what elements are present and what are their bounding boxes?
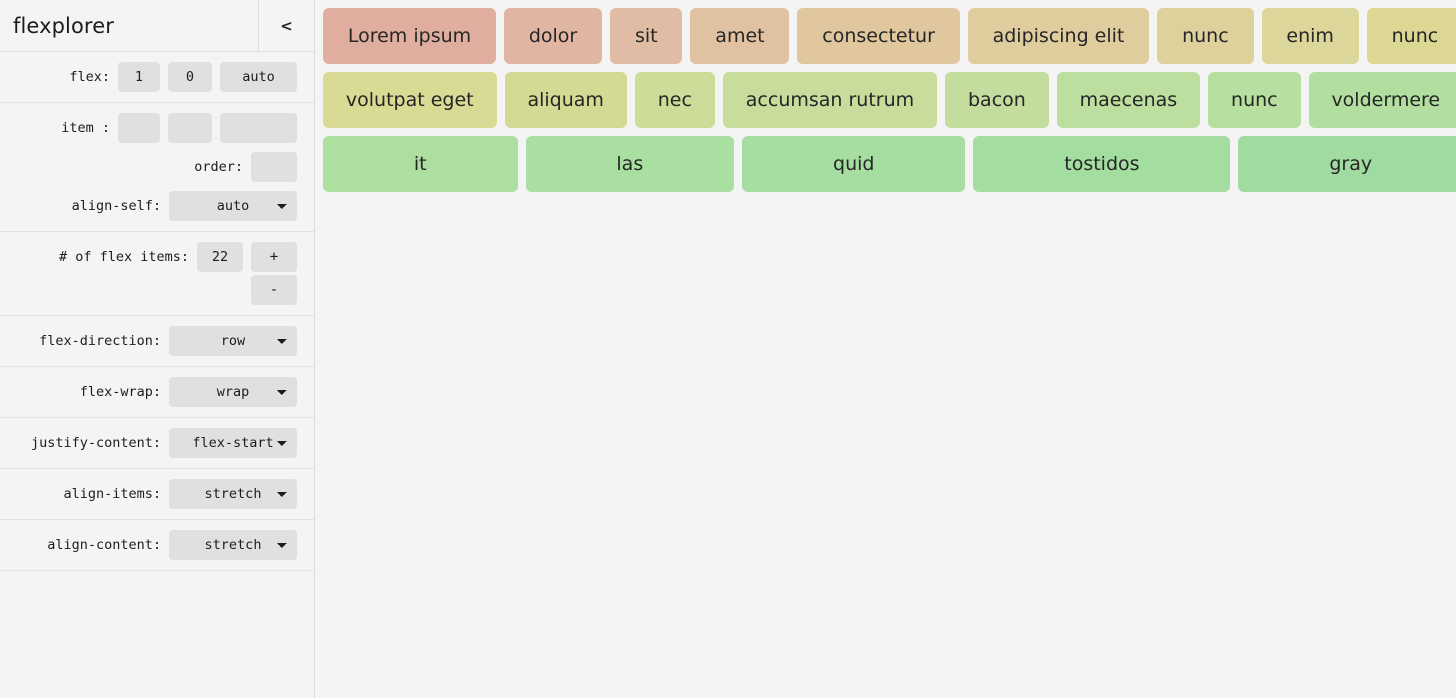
flex-item[interactable]: adipiscing elit bbox=[967, 8, 1150, 64]
justify-content-row: justify-content: flex-start bbox=[0, 428, 314, 458]
order-input[interactable] bbox=[251, 152, 297, 182]
flex-item[interactable]: it bbox=[323, 136, 518, 192]
justify-content-label: justify-content: bbox=[30, 435, 161, 451]
flex-direction-section: flex-direction: row bbox=[0, 316, 314, 367]
item-align-self-row: align-self: auto bbox=[0, 191, 314, 221]
flex-item[interactable]: las bbox=[525, 136, 735, 192]
item-order-row: order: bbox=[0, 152, 314, 182]
align-content-label: align-content: bbox=[47, 537, 161, 553]
flex-wrap-row: flex-wrap: wrap bbox=[0, 377, 314, 407]
flex-wrap-section: flex-wrap: wrap bbox=[0, 367, 314, 418]
flex-item[interactable]: nunc bbox=[1208, 72, 1301, 128]
flex-direction-select[interactable]: row bbox=[169, 326, 297, 356]
decrement-button[interactable]: - bbox=[251, 275, 297, 305]
flex-direction-label: flex-direction: bbox=[39, 333, 161, 349]
justify-content-select[interactable]: flex-start bbox=[169, 428, 297, 458]
sidebar-collapse-button[interactable]: < bbox=[258, 0, 314, 52]
align-self-label: align-self: bbox=[71, 198, 161, 214]
flex-shorthand-section: flex: bbox=[0, 52, 314, 103]
flex-grow-input[interactable] bbox=[118, 62, 160, 92]
order-label: order: bbox=[194, 159, 243, 175]
flex-item[interactable]: enim bbox=[1261, 8, 1359, 64]
flex-item[interactable]: sit bbox=[610, 8, 683, 64]
align-items-label: align-items: bbox=[63, 486, 161, 502]
flex-item[interactable]: consectetur bbox=[797, 8, 960, 64]
flex-item[interactable]: nunc bbox=[1157, 8, 1254, 64]
align-content-row: align-content: stretch bbox=[0, 530, 314, 560]
flex-item[interactable]: quid bbox=[742, 136, 966, 192]
flex-item-count-input[interactable] bbox=[197, 242, 243, 272]
align-items-row: align-items: stretch bbox=[0, 479, 314, 509]
align-content-section: align-content: stretch bbox=[0, 520, 314, 571]
item-flex-basis-input[interactable] bbox=[220, 113, 297, 143]
increment-button[interactable]: + bbox=[251, 242, 297, 272]
flex-shorthand-row: flex: bbox=[0, 62, 314, 92]
flex-item-count-label: # of flex items: bbox=[58, 249, 189, 265]
item-label: item : bbox=[61, 120, 110, 136]
flex-item[interactable]: volutpat eget bbox=[323, 72, 497, 128]
flex-item-count-section: # of flex items: + - bbox=[0, 232, 314, 316]
item-flex-row: item : bbox=[0, 113, 314, 143]
flex-item[interactable]: nunc bbox=[1366, 8, 1456, 64]
flex-wrap-select[interactable]: wrap bbox=[169, 377, 297, 407]
align-content-select[interactable]: stretch bbox=[169, 530, 297, 560]
sidebar-header: flexplorer < bbox=[0, 0, 314, 52]
flex-item[interactable]: dolor bbox=[504, 8, 603, 64]
justify-content-section: justify-content: flex-start bbox=[0, 418, 314, 469]
flex-item-count-row: # of flex items: + - bbox=[0, 242, 314, 305]
item-flex-grow-input[interactable] bbox=[118, 113, 160, 143]
flex-shrink-input[interactable] bbox=[168, 62, 212, 92]
flex-direction-row: flex-direction: row bbox=[0, 326, 314, 356]
flex-item[interactable]: Lorem ipsum bbox=[323, 8, 496, 64]
align-items-select[interactable]: stretch bbox=[169, 479, 297, 509]
flex-wrap-label: flex-wrap: bbox=[79, 384, 161, 400]
flex-item[interactable]: tostidos bbox=[973, 136, 1231, 192]
chevron-left-icon: < bbox=[280, 16, 293, 35]
flex-item[interactable]: accumsan rutrum bbox=[722, 72, 938, 128]
flex-item[interactable]: nec bbox=[634, 72, 715, 128]
flex-item[interactable]: amet bbox=[690, 8, 790, 64]
flex-item[interactable]: voldermere bbox=[1308, 72, 1456, 128]
flex-item[interactable]: bacon bbox=[945, 72, 1049, 128]
align-items-section: align-items: stretch bbox=[0, 469, 314, 520]
app-title: flexplorer bbox=[13, 13, 114, 38]
flex-item[interactable]: gray bbox=[1238, 136, 1456, 192]
item-section: item : order: align-self: auto bbox=[0, 103, 314, 232]
item-flex-shrink-input[interactable] bbox=[168, 113, 212, 143]
sidebar: flexplorer < flex: item : order: bbox=[0, 0, 315, 698]
flex-item[interactable]: maecenas bbox=[1056, 72, 1201, 128]
flex-label: flex: bbox=[69, 69, 110, 85]
flex-basis-input[interactable] bbox=[220, 62, 297, 92]
flex-item-count-stepper: + - bbox=[251, 242, 297, 305]
align-self-select[interactable]: auto bbox=[169, 191, 297, 221]
flex-item[interactable]: aliquam bbox=[504, 72, 627, 128]
